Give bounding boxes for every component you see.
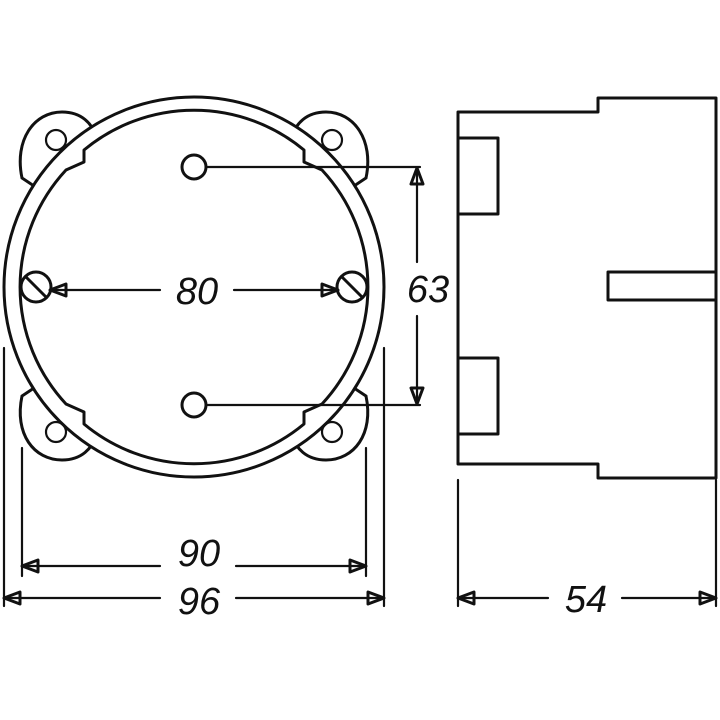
lug-hole-bl [44,420,68,444]
side-body [456,96,718,480]
side-tab-upper [456,136,500,216]
dimension-80: 80 [48,271,340,313]
dimension-96-label: 96 [178,581,221,623]
inner-contour [18,108,370,466]
mounting-lugs [18,110,370,462]
dimension-80-label: 80 [176,271,218,313]
extension-lines-side [456,478,718,608]
extension-lines-front [2,346,386,608]
dimension-54-label: 54 [565,579,607,621]
dimension-63-label: 63 [407,269,449,311]
dimension-90-label: 90 [178,533,220,575]
lug-hole-tl [44,128,68,152]
dimension-54: 54 [456,579,718,621]
dimension-90: 90 [20,533,368,575]
side-tab-lower [456,356,500,436]
right-screw [335,270,369,304]
outer-rim [2,95,386,479]
side-view [456,96,718,480]
left-screw [19,270,53,304]
dimension-63: 63 [407,166,449,406]
lug-hole-br [320,420,344,444]
lug-hole-tr [320,128,344,152]
side-slot [606,270,718,302]
front-view [2,95,422,479]
dimension-96: 96 [2,581,386,623]
